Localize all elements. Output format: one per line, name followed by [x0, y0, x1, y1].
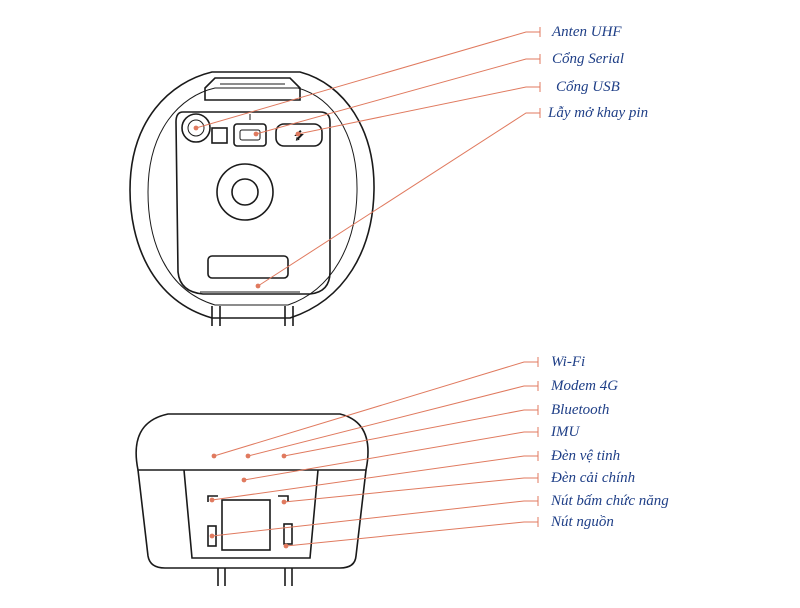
- uhf-antenna-connector: [181, 113, 211, 143]
- side-dome: [135, 413, 369, 471]
- leader-line-wifi: [213, 361, 538, 457]
- leader-dot-bluetooth: [281, 453, 287, 459]
- label-anten-uhf: Anten UHF: [551, 24, 622, 40]
- leader-line-anten-uhf: [195, 31, 540, 129]
- side-legs: [217, 568, 293, 586]
- serial-port: [233, 123, 267, 147]
- leader-line-den-cai-chinh: [283, 477, 538, 503]
- power-button: [283, 523, 293, 545]
- leader-line-cong-serial: [255, 58, 540, 135]
- leader-dot-anten-uhf: [193, 125, 199, 131]
- receiver-inner-rim: [147, 87, 358, 306]
- leader-line-lay-mo-khay-pin: [257, 112, 540, 287]
- front-panel: [183, 469, 319, 559]
- leader-line-nut-nguon: [285, 521, 538, 547]
- leader-dot-cong-serial: [253, 131, 259, 137]
- serial-port-pins: [239, 129, 261, 141]
- center-mount: [216, 163, 274, 221]
- leader-line-cong-usb: [297, 86, 540, 135]
- label-den-ve-tinh: Đèn vệ tinh: [550, 448, 620, 464]
- leader-dot-modem-4g: [245, 453, 251, 459]
- top-clip: [204, 77, 301, 101]
- leader-line-modem-4g: [247, 385, 538, 457]
- leader-dot-den-cai-chinh: [281, 499, 287, 505]
- leader-line-imu: [243, 431, 538, 481]
- receiver-legs: [211, 306, 294, 326]
- leader-dot-nut-nguon: [283, 543, 289, 549]
- leader-line-nut-bam-chuc-nang: [211, 500, 538, 537]
- leader-lines: [193, 27, 541, 549]
- leader-dot-den-ve-tinh: [209, 497, 215, 503]
- label-modem-4g: Modem 4G: [550, 378, 618, 394]
- label-den-cai-chinh: Đèn cải chính: [550, 470, 635, 486]
- receiver-outer-shell: [129, 71, 375, 319]
- label-nut-bam-chuc-nang: Nút bấm chức năng: [550, 493, 669, 509]
- label-cong-serial: Cổng Serial: [552, 51, 624, 67]
- label-lay-mo-khay-pin: Lẫy mở khay pin: [547, 105, 648, 121]
- display-window: [221, 499, 271, 551]
- side-body: [137, 469, 367, 569]
- leader-dot-lay-mo-khay-pin: [255, 283, 261, 289]
- leader-line-bluetooth: [283, 409, 538, 457]
- label-wifi: Wi-Fi: [551, 354, 585, 370]
- leader-dot-imu: [241, 477, 247, 483]
- label-nut-nguon: Nút nguồn: [550, 514, 614, 530]
- usb-port: [275, 123, 323, 147]
- battery-bay: [175, 111, 331, 295]
- leader-dot-wifi: [211, 453, 217, 459]
- uhf-antenna-center: [187, 119, 205, 137]
- leader-dot-nut-bam-chuc-nang: [209, 533, 215, 539]
- correction-led: [278, 495, 289, 502]
- label-bluetooth: Bluetooth: [551, 402, 609, 418]
- leader-dot-cong-usb: [295, 131, 301, 137]
- center-mount-hole: [231, 178, 259, 206]
- satellite-led: [207, 495, 218, 502]
- label-cong-usb: Cổng USB: [556, 79, 620, 95]
- leader-line-den-ve-tinh: [211, 455, 538, 501]
- receiver-top-view: ⭍: [129, 71, 375, 326]
- small-square: [211, 127, 228, 144]
- receiver-side-view: [135, 413, 369, 586]
- label-imu: IMU: [550, 424, 580, 440]
